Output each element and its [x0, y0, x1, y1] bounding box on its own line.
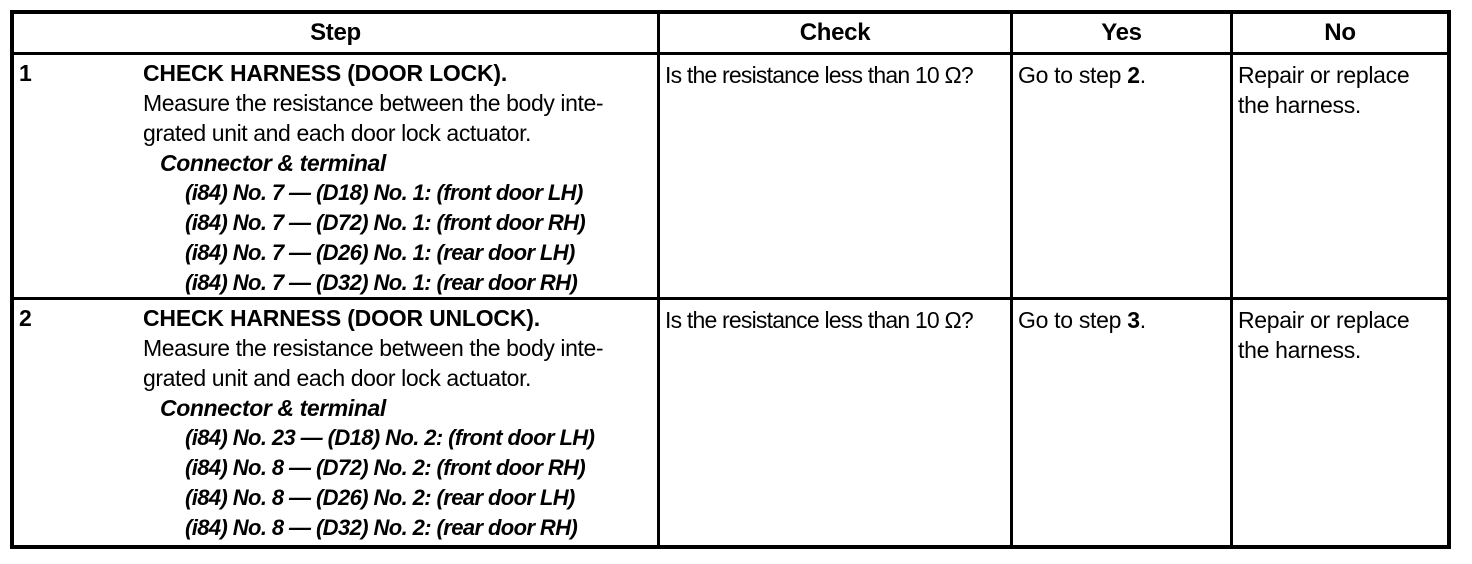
yes-action-text: Go to step — [1018, 62, 1128, 88]
column-header-step: Step — [14, 14, 657, 55]
no-action-line: Repair or replace — [1238, 62, 1410, 88]
connector-terminal-heading: Connector & terminal — [160, 150, 386, 176]
no-action: Repair or replace the harness. — [1230, 55, 1447, 300]
step-instructions: CHECK HARNESS (DOOR LOCK). Measure the r… — [143, 58, 657, 298]
connector-line: (i84) No. 7 — (D18) No. 1: (front door L… — [185, 180, 583, 205]
connector-terminal-heading: Connector & terminal — [160, 395, 386, 421]
no-action-line: the harness. — [1238, 92, 1361, 118]
step-description-line: grated unit and each door lock actuator. — [143, 365, 532, 391]
check-question: Is the resistance less than 10 Ω? — [657, 55, 1010, 300]
step-description-line: Measure the resistance between the body … — [143, 90, 604, 116]
no-action-line: Repair or replace — [1238, 307, 1410, 333]
yes-action-text: Go to step — [1018, 307, 1128, 333]
yes-step-reference: 3 — [1127, 307, 1140, 333]
connector-line: (i84) No. 8 — (D26) No. 2: (rear door LH… — [185, 485, 575, 510]
step-number: 1 — [19, 60, 32, 86]
yes-step-reference: 2 — [1127, 62, 1140, 88]
no-action-line: the harness. — [1238, 337, 1361, 363]
no-action: Repair or replace the harness. — [1230, 300, 1447, 545]
step-description-line: grated unit and each door lock actuator. — [143, 120, 532, 146]
yes-action: Go to step 3. — [1010, 300, 1230, 545]
yes-action-period: . — [1139, 62, 1146, 88]
connector-line: (i84) No. 23 — (D18) No. 2: (front door … — [185, 425, 595, 450]
column-header-yes: Yes — [1010, 14, 1230, 55]
table-row-step-cell: 2 CHECK HARNESS (DOOR UNLOCK). Measure t… — [14, 300, 657, 545]
table-row-step-cell: 1 CHECK HARNESS (DOOR LOCK). Measure the… — [14, 55, 657, 300]
step-title: CHECK HARNESS (DOOR UNLOCK). — [143, 305, 540, 331]
connector-line: (i84) No. 7 — (D26) No. 1: (rear door LH… — [185, 240, 575, 265]
yes-action: Go to step 2. — [1010, 55, 1230, 300]
step-title: CHECK HARNESS (DOOR LOCK). — [143, 60, 508, 86]
diagnostic-procedure-table: Step Check Yes No 1 CHECK HARNESS (DOOR … — [10, 10, 1451, 549]
yes-action-period: . — [1139, 307, 1146, 333]
connector-line: (i84) No. 8 — (D32) No. 2: (rear door RH… — [185, 515, 578, 540]
step-description-line: Measure the resistance between the body … — [143, 335, 604, 361]
column-header-check: Check — [657, 14, 1010, 55]
check-question: Is the resistance less than 10 Ω? — [657, 300, 1010, 545]
column-header-no: No — [1230, 14, 1447, 55]
connector-line: (i84) No. 7 — (D32) No. 1: (rear door RH… — [185, 270, 578, 295]
connector-line: (i84) No. 7 — (D72) No. 1: (front door R… — [185, 210, 586, 235]
step-number: 2 — [19, 305, 32, 331]
step-instructions: CHECK HARNESS (DOOR UNLOCK). Measure the… — [143, 303, 657, 543]
connector-line: (i84) No. 8 — (D72) No. 2: (front door R… — [185, 455, 586, 480]
